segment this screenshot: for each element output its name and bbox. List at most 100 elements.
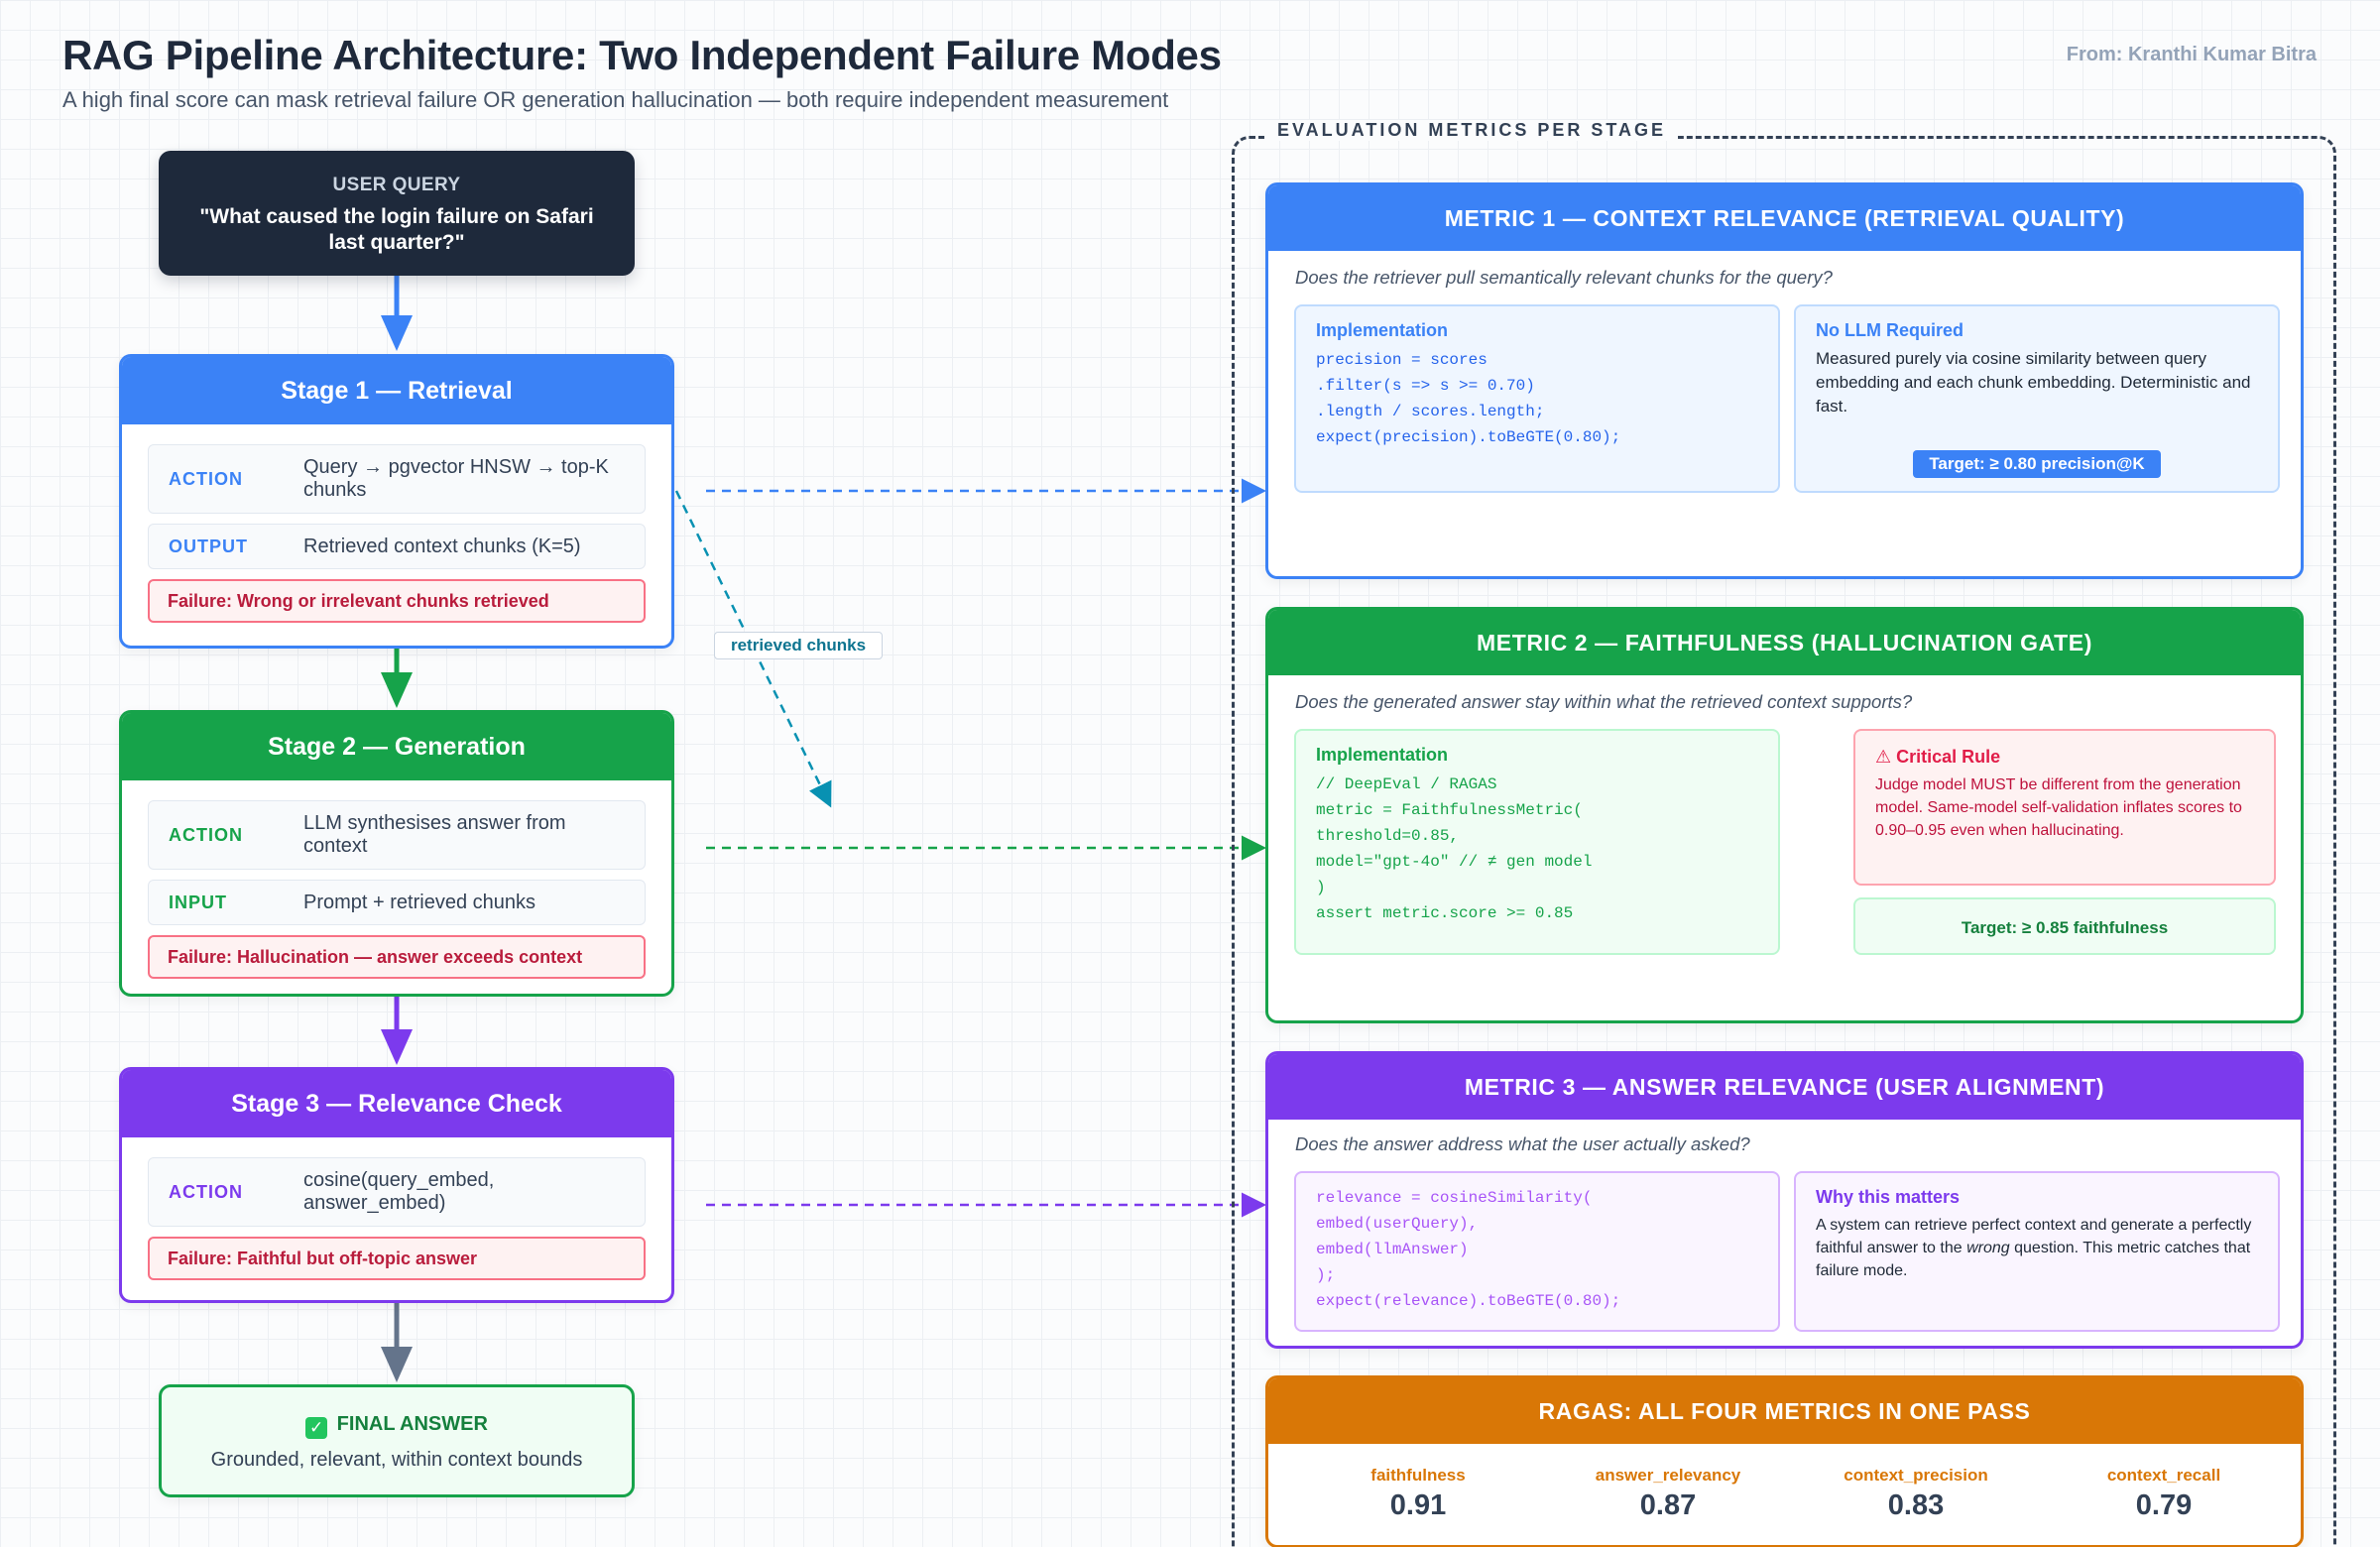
- ragas-metric-value: 0.87: [1639, 1489, 1697, 1521]
- row-value: Prompt + retrieved chunks: [303, 891, 536, 913]
- code-line: assert metric.score >= 0.85: [1316, 904, 1574, 922]
- final-answer-label-text: FINAL ANSWER: [336, 1413, 488, 1435]
- ragas-summary: RAGAS: ALL FOUR METRICS IN ONE PASS fait…: [1265, 1375, 2304, 1547]
- stage-retrieval: Stage 1 — Retrieval ACTION Query → pgvec…: [119, 354, 674, 649]
- info-title: No LLM Required: [1816, 320, 1964, 340]
- implementation-title: Implementation: [1316, 320, 1449, 340]
- info-title: Why this matters: [1816, 1187, 1961, 1207]
- check-icon: ✓: [305, 1417, 328, 1439]
- row-value: Retrieved context chunks (K=5): [303, 535, 581, 557]
- row-key: ACTION: [169, 468, 243, 489]
- code-line: metric = FaithfulnessMetric(: [1316, 801, 1583, 819]
- page-title: RAG Pipeline Architecture: Two Independe…: [62, 32, 1222, 78]
- row-key: INPUT: [169, 892, 227, 912]
- page-subtitle: A high final score can mask retrieval fa…: [62, 87, 1169, 112]
- metric-title: METRIC 1 — CONTEXT RELEVANCE (RETRIEVAL …: [1268, 185, 2301, 251]
- code-line: embed(llmAnswer): [1316, 1241, 1469, 1258]
- code-line: model="gpt-4o" // ≠ gen model: [1316, 853, 1593, 871]
- attribution: From: Kranthi Kumar Bitra: [2066, 44, 2317, 65]
- info-text: Measured purely via cosine similarity be…: [1816, 349, 2251, 416]
- metric-question: Does the retriever pull semantically rel…: [1295, 267, 1833, 288]
- stage-row-output: OUTPUT Retrieved context chunks (K=5): [148, 524, 646, 569]
- ragas-metric-value: 0.91: [1389, 1489, 1447, 1521]
- query-to-retrieval-arrow: [381, 276, 413, 351]
- row-key: ACTION: [169, 1181, 243, 1202]
- failure-note: Failure: Wrong or irrelevant chunks retr…: [148, 579, 646, 623]
- metric-context-relevance: METRIC 1 — CONTEXT RELEVANCE (RETRIEVAL …: [1265, 182, 2304, 579]
- row-value: LLM synthesises answer from context: [303, 812, 566, 857]
- row-key: OUTPUT: [169, 536, 248, 556]
- info-text: A system can retrieve perfect context an…: [1816, 1214, 2258, 1282]
- user-query-text: "What caused the login failure on Safari…: [199, 205, 594, 254]
- implementation-card: Implementation precision = scores .filte…: [1294, 304, 1780, 493]
- retrieved-chunks-label: retrieved chunks: [714, 632, 883, 659]
- user-query-box: USER QUERY "What caused the login failur…: [159, 151, 635, 276]
- implementation-card: relevance = cosineSimilarity( embed(user…: [1294, 1171, 1780, 1332]
- retrieval-to-generation-arrow: [381, 649, 413, 708]
- why-this-matters-card: Why this matters A system can retrieve p…: [1794, 1171, 2280, 1332]
- ragas-metric-name: faithfulness: [1370, 1466, 1466, 1485]
- ragas-title: RAGAS: ALL FOUR METRICS IN ONE PASS: [1268, 1378, 2301, 1444]
- code-line: precision = scores: [1316, 351, 1488, 369]
- stage-title: Stage 3 — Relevance Check: [122, 1070, 671, 1137]
- info-text-part: A system can retrieve perfect context an…: [1816, 1217, 2252, 1256]
- metric-title: METRIC 3 — ANSWER RELEVANCE (USER ALIGNM…: [1268, 1054, 2301, 1120]
- stage-title: Stage 2 — Generation: [122, 713, 671, 780]
- stage-row-action: ACTION LLM synthesises answer from conte…: [148, 800, 646, 870]
- code-line: relevance = cosineSimilarity(: [1316, 1189, 1593, 1207]
- stage-row-action: ACTION cosine(query_embed, answer_embed): [148, 1157, 646, 1227]
- row-value: Query → pgvector HNSW → top-K chunks: [303, 456, 609, 501]
- metric-question: Does the generated answer stay within wh…: [1295, 691, 1913, 712]
- failure-note: Failure: Hallucination — answer exceeds …: [148, 935, 646, 979]
- implementation-title: Implementation: [1316, 745, 1449, 765]
- metric-title: METRIC 2 — FAITHFULNESS (HALLUCINATION G…: [1268, 610, 2301, 675]
- code-line: // DeepEval / RAGAS: [1316, 775, 1497, 793]
- critical-rule-text: Judge model MUST be different from the g…: [1875, 776, 2242, 839]
- code-line: .filter(s => s >= 0.70): [1316, 377, 1535, 395]
- ragas-metric-name: context_recall: [2106, 1466, 2221, 1485]
- ragas-metric: faithfulness 0.91: [1299, 1466, 1537, 1522]
- ragas-metric-name: context_precision: [1844, 1466, 1988, 1485]
- ragas-metric-value: 0.79: [2135, 1489, 2193, 1521]
- info-text-emphasis: wrong: [1966, 1240, 2010, 1256]
- target-badge: Target: ≥ 0.80 precision@K: [1913, 450, 2161, 478]
- code-line: threshold=0.85,: [1316, 827, 1460, 845]
- code-line: embed(userQuery),: [1316, 1215, 1479, 1233]
- stage-relevance-check: Stage 3 — Relevance Check ACTION cosine(…: [119, 1067, 674, 1303]
- metric-answer-relevance: METRIC 3 — ANSWER RELEVANCE (USER ALIGNM…: [1265, 1051, 2304, 1349]
- info-text-part: question. This metric catches that failu…: [1816, 1240, 2251, 1279]
- relevance-to-final-arrow: [381, 1303, 413, 1382]
- evaluation-panel-title: EVALUATION METRICS PER STAGE: [1265, 120, 1679, 141]
- user-query-label: USER QUERY: [332, 175, 461, 195]
- evaluation-panel: [1232, 136, 2336, 1547]
- generation-to-relevance-arrow: [381, 997, 413, 1065]
- ragas-metric-value: 0.83: [1887, 1489, 1945, 1521]
- critical-rule-title: ⚠ Critical Rule: [1875, 747, 2001, 767]
- stage-row-action: ACTION Query → pgvector HNSW → top-K chu…: [148, 444, 646, 514]
- stage-title: Stage 1 — Retrieval: [122, 357, 671, 424]
- metric-question: Does the answer address what the user ac…: [1295, 1133, 1750, 1154]
- final-answer-text: Grounded, relevant, within context bound…: [210, 1449, 583, 1471]
- final-answer-label: ✓ FINAL ANSWER: [162, 1413, 632, 1439]
- code-line: expect(relevance).toBeGTE(0.80);: [1316, 1292, 1621, 1310]
- row-value: cosine(query_embed, answer_embed): [303, 1169, 495, 1214]
- stage-generation: Stage 2 — Generation ACTION LLM synthesi…: [119, 710, 674, 997]
- ragas-metric: answer_relevancy 0.87: [1549, 1466, 1787, 1522]
- code-line: expect(precision).toBeGTE(0.80);: [1316, 428, 1621, 446]
- code-line: );: [1316, 1266, 1336, 1284]
- ragas-metric-name: answer_relevancy: [1595, 1466, 1741, 1485]
- stage-row-input: INPUT Prompt + retrieved chunks: [148, 880, 646, 925]
- failure-note: Failure: Faithful but off-topic answer: [148, 1237, 646, 1280]
- metric-faithfulness: METRIC 2 — FAITHFULNESS (HALLUCINATION G…: [1265, 607, 2304, 1023]
- final-answer-box: ✓ FINAL ANSWER Grounded, relevant, withi…: [159, 1384, 635, 1497]
- implementation-card: Implementation // DeepEval / RAGAS metri…: [1294, 729, 1780, 955]
- ragas-metric: context_precision 0.83: [1797, 1466, 2035, 1522]
- code-line: ): [1316, 879, 1326, 896]
- row-key: ACTION: [169, 824, 243, 845]
- code-line: .length / scores.length;: [1316, 403, 1545, 420]
- retrieved-chunks-connector: [674, 490, 832, 808]
- critical-rule-card: ⚠ Critical Rule Judge model MUST be diff…: [1853, 729, 2276, 886]
- target-card: Target: ≥ 0.85 faithfulness: [1853, 897, 2276, 955]
- no-llm-card: No LLM Required Measured purely via cosi…: [1794, 304, 2280, 493]
